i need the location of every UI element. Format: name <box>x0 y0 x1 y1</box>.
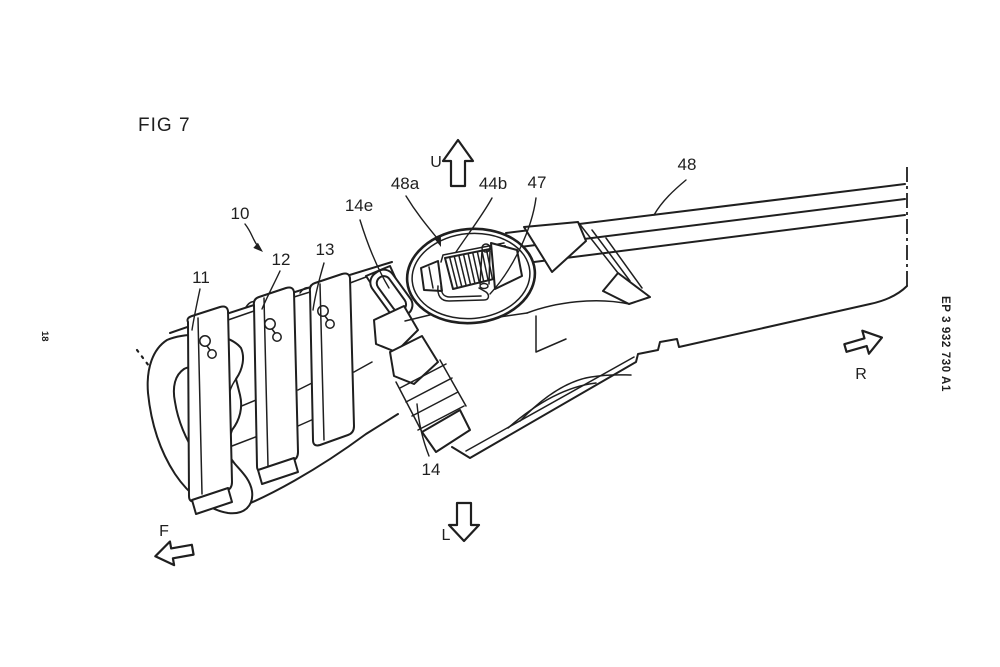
panel-inner-edge <box>465 356 635 452</box>
back-plate <box>490 242 523 290</box>
clamp-band-13 <box>308 272 355 447</box>
panel-top-edge <box>526 300 630 314</box>
bellows-edge <box>395 359 467 433</box>
leader-14 <box>416 403 430 457</box>
leader-48 <box>653 179 687 216</box>
detail-circle-inner-ring <box>411 232 531 320</box>
front-assembly <box>135 261 401 515</box>
panel-crease <box>519 374 632 422</box>
ref-label-47: 47 <box>528 173 547 192</box>
direction-label-front: F <box>159 523 169 540</box>
leader-48a-arrowhead <box>434 236 441 247</box>
leader-44b <box>455 197 493 253</box>
bolt-pair <box>199 305 335 359</box>
pin-47 <box>479 243 491 290</box>
panel-bottom-edge <box>451 285 908 459</box>
cluster-block <box>389 335 439 385</box>
clamp-band-12 <box>252 286 299 485</box>
leader-11 <box>191 288 201 331</box>
bracket-cluster <box>369 268 471 453</box>
ref-label-44b: 44b <box>479 174 507 193</box>
beam-lower-edge <box>533 214 906 263</box>
beam-bracket <box>523 221 587 273</box>
patent-number: EP 3 932 730 A1 <box>939 296 951 392</box>
detail-circle <box>405 227 537 325</box>
clamp-band-11 <box>186 305 233 515</box>
ref-label-14: 14 <box>422 460 441 479</box>
direction-arrow-lower: L <box>442 501 481 544</box>
wedge-support-line <box>428 266 434 289</box>
direction-label-rear: R <box>855 366 867 383</box>
bracket-14e-ring <box>369 268 414 319</box>
sheet-number: 18 <box>39 331 50 342</box>
cluster-foot <box>421 409 471 453</box>
ref-label-13: 13 <box>316 240 335 259</box>
leader-12 <box>261 270 281 310</box>
leader-10-arrowhead <box>253 242 263 252</box>
ref-label-11: 11 <box>192 268 210 287</box>
direction-label-lower: L <box>442 527 451 544</box>
leader-13 <box>312 262 325 311</box>
leader-10 <box>244 223 258 246</box>
leader-48a <box>405 195 438 239</box>
leader-lines <box>191 179 687 457</box>
bellows-rungs <box>399 363 465 431</box>
ref-label-12: 12 <box>272 250 291 269</box>
panel-fold <box>535 315 567 353</box>
figure-title: FIG 7 <box>138 115 191 136</box>
ref-label-48: 48 <box>678 155 697 174</box>
hook-bracket <box>437 285 490 302</box>
direction-label-up: U <box>430 154 442 171</box>
beam-bracket-braces <box>577 221 643 289</box>
ref-label-14e: 14e <box>345 196 373 215</box>
beam-bracket-wedge <box>602 272 651 305</box>
direction-arrow-front <box>154 540 195 567</box>
direction-arrow-up: U <box>430 138 475 188</box>
panel-crease <box>507 382 597 429</box>
leader-14e <box>359 219 390 289</box>
body-line <box>227 276 367 321</box>
ref-label-10: 10 <box>231 204 250 223</box>
ref-label-48a: 48a <box>391 174 420 193</box>
cluster-block <box>373 305 419 353</box>
rear-beam-48 <box>404 167 908 459</box>
direction-arrow-rear <box>843 329 884 355</box>
leader-47 <box>489 197 537 295</box>
